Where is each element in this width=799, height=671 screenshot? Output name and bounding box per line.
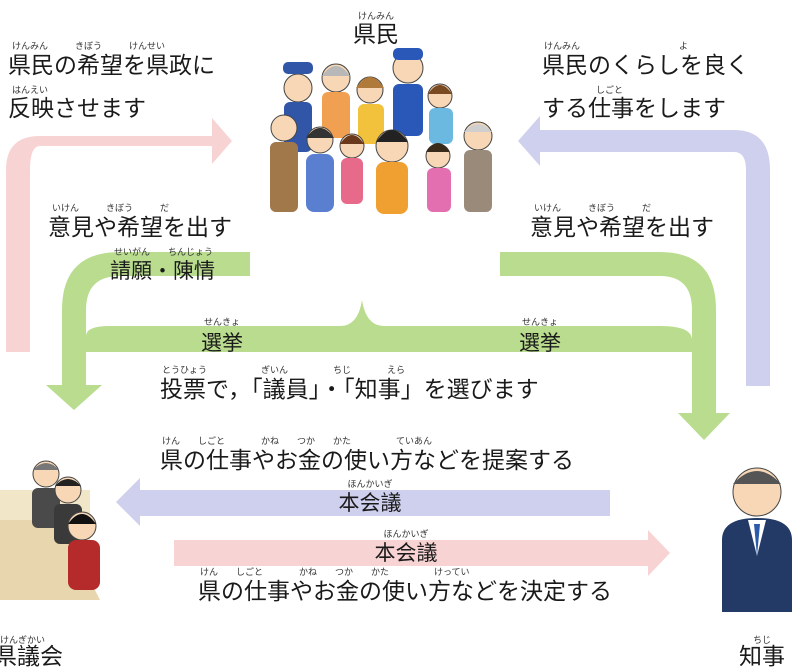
lavender-service-arrow <box>518 116 770 386</box>
pink-session-arrow <box>174 530 670 576</box>
left-arrow-ruby-1: けんみん きぼう けんせい <box>12 42 166 52</box>
assembly-illustration <box>0 460 100 600</box>
vote-text: 投票で，「議員」・「知事」を選びます <box>160 377 539 403</box>
propose-ruby: けん しごと かね つか かた ていあん <box>162 437 433 447</box>
propose-text: 県の仕事やお金の使い方などを提案する <box>160 448 574 474</box>
assembly-ruby: けんぎかい <box>0 636 46 646</box>
opinion-left-line-2: 請願・陳情 <box>110 259 215 283</box>
opinion-right-line-1: 意見や希望を出す <box>530 215 714 241</box>
decide-ruby: けん しごと かね つか かた けってい <box>200 568 470 578</box>
right-arrow-ruby-1: けんみん よ <box>544 42 689 52</box>
session-bottom-label: 本会議 <box>374 541 438 565</box>
decide-text: 県の仕事やお金の使い方などを決定する <box>198 579 612 605</box>
governor-illustration <box>722 467 792 612</box>
election-left-ruby: せんきょ <box>203 318 241 328</box>
opinion-left-ruby-2: せいがん ちんじょう <box>114 248 214 258</box>
opinion-left-ruby-1: いけん きぼう だ <box>52 204 170 214</box>
left-arrow-ruby-2: はんえい <box>12 86 49 96</box>
opinion-right-ruby-1: いけん きぼう だ <box>534 204 652 214</box>
pink-return-arrow <box>6 118 232 352</box>
green-opinion-right-arrow <box>500 252 730 440</box>
session-bottom-ruby: ほんかいぎ <box>383 530 429 540</box>
governor-label: 知事 <box>739 644 785 670</box>
left-arrow-line-1: 県民の希望を県政に <box>8 53 215 79</box>
left-arrow-line-2: 反映させます <box>8 96 146 122</box>
session-top-ruby: ほんかいぎ <box>347 480 393 490</box>
citizens-illustration <box>270 48 493 214</box>
right-arrow-ruby-2: しごと <box>596 86 624 96</box>
green-election-brace <box>86 300 692 352</box>
opinion-left-line-1: 意見や希望を出す <box>48 215 232 241</box>
right-arrow-line-2: する仕事をします <box>542 96 726 122</box>
governor-ruby: ちじ <box>752 636 772 646</box>
vote-ruby: とうひょう ぎいん ちじ えら <box>162 366 406 376</box>
right-arrow-line-1: 県民のくらしを良く <box>542 53 749 79</box>
election-left-label: 選挙 <box>201 331 243 355</box>
lavender-session-arrow <box>116 478 610 526</box>
session-top-label: 本会議 <box>338 491 402 515</box>
citizens-label: 県民 <box>353 22 399 48</box>
citizens-ruby: けんみん <box>357 12 395 22</box>
election-right-label: 選挙 <box>519 331 561 355</box>
green-opinion-left-arrow <box>46 252 250 410</box>
assembly-label: 県議会 <box>0 644 63 670</box>
election-right-ruby: せんきょ <box>521 318 559 328</box>
